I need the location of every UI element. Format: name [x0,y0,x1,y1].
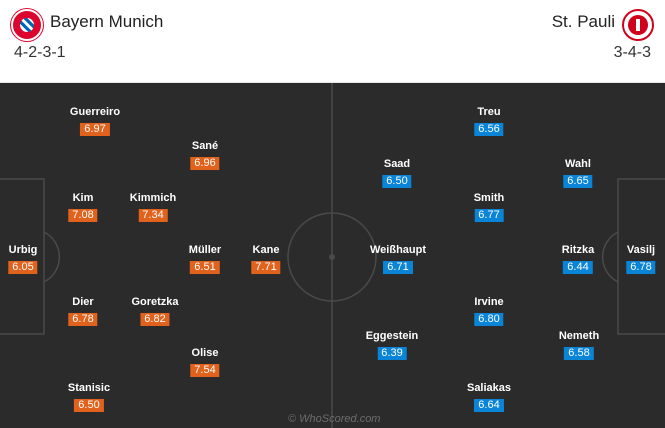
player-rating: 6.51 [190,261,220,274]
player-name: Eggestein [365,330,419,342]
player-name: Nemeth [558,330,600,342]
player-goretzka[interactable]: Goretzka 6.82 [131,296,179,327]
player-rating: 6.82 [140,313,170,326]
player-rating: 6.65 [563,175,593,188]
player-urbig[interactable]: Urbig 6.05 [8,244,38,275]
player-name: Irvine [474,296,504,308]
player-dier[interactable]: Dier 6.78 [68,296,98,327]
player-rating: 6.50 [74,399,104,412]
player-rating: 6.78 [626,261,656,274]
player-kane[interactable]: Kane 7.71 [251,244,281,275]
away-penalty-box [617,178,665,335]
player-rating: 7.08 [68,209,98,222]
player-name: Stanisic [67,382,111,394]
player-rating: 6.56 [474,123,504,136]
player-nemeth[interactable]: Nemeth 6.58 [559,330,599,361]
player-name: Vasilj [626,244,656,256]
player-name: Treu [477,106,501,118]
pitch: Guerreiro 6.97 Sané 6.96 Kim 7.08 Kimmic… [0,83,665,428]
player-name: Saad [383,158,411,170]
player-wahl[interactable]: Wahl 6.65 [563,158,593,189]
player-name: Dier [72,296,94,308]
player-olise[interactable]: Olise 7.54 [190,347,220,378]
player-guerreiro[interactable]: Guerreiro 6.97 [70,106,120,137]
player-stanisic[interactable]: Stanisic 6.50 [68,382,110,413]
center-spot [329,254,335,260]
player-saliakas[interactable]: Saliakas 6.64 [467,382,511,413]
player-rating: 7.71 [251,261,281,274]
away-penalty-arc [601,231,619,283]
home-penalty-box [0,178,45,335]
player-rating: 6.64 [474,399,504,412]
home-penalty-arc [43,231,61,283]
away-formation: 3-4-3 [613,44,651,61]
away-team-name[interactable]: St. Pauli [551,12,615,31]
player-sane[interactable]: Sané 6.96 [190,140,220,171]
player-rating: 6.50 [382,175,412,188]
player-rating: 6.78 [68,313,98,326]
player-muller[interactable]: Müller 6.51 [189,244,221,275]
player-rating: 6.96 [190,157,220,170]
player-rating: 6.80 [474,313,504,326]
player-treu[interactable]: Treu 6.56 [474,106,504,137]
player-name: Goretzka [131,296,179,308]
home-team-name[interactable]: Bayern Munich [50,12,164,31]
player-irvine[interactable]: Irvine 6.80 [474,296,504,327]
player-rating: 6.44 [563,261,593,274]
home-formation: 4-2-3-1 [14,44,66,61]
player-name: Olise [191,347,219,359]
player-eggestein[interactable]: Eggestein 6.39 [365,330,419,361]
player-name: Kimmich [129,192,177,204]
player-name: Sané [191,140,219,152]
whoscored-watermark: © WhoScored.com [288,413,381,425]
player-name: Urbig [8,244,38,256]
match-header: Bayern Munich 4-2-3-1 St. Pauli 3-4-3 [0,0,665,83]
player-saad[interactable]: Saad 6.50 [382,158,412,189]
player-name: Kane [252,244,280,256]
center-circle [287,212,377,302]
player-rating: 6.97 [80,123,110,136]
player-ritzka[interactable]: Ritzka 6.44 [562,244,594,275]
player-name: Smith [473,192,505,204]
pitch-markings [0,83,665,428]
player-vasilj[interactable]: Vasilj 6.78 [626,244,656,275]
st-pauli-crest-icon[interactable] [622,9,654,41]
player-name: Wahl [565,158,591,170]
player-weisshaupt[interactable]: Weißhaupt 6.71 [370,244,426,275]
player-rating: 6.77 [474,209,504,222]
player-kim[interactable]: Kim 7.08 [68,192,98,223]
player-kimmich[interactable]: Kimmich 7.34 [130,192,176,223]
player-rating: 7.34 [138,209,168,222]
player-rating: 6.71 [383,261,413,274]
player-rating: 6.39 [377,347,407,360]
bayern-crest-icon[interactable] [11,9,43,41]
player-name: Saliakas [466,382,512,394]
player-name: Guerreiro [69,106,121,118]
player-name: Ritzka [561,244,595,256]
player-rating: 7.54 [190,364,220,377]
player-name: Weißhaupt [369,244,427,256]
player-name: Kim [72,192,94,204]
player-rating: 6.05 [8,261,38,274]
player-smith[interactable]: Smith 6.77 [473,192,505,223]
player-rating: 6.58 [564,347,594,360]
player-name: Müller [188,244,222,256]
